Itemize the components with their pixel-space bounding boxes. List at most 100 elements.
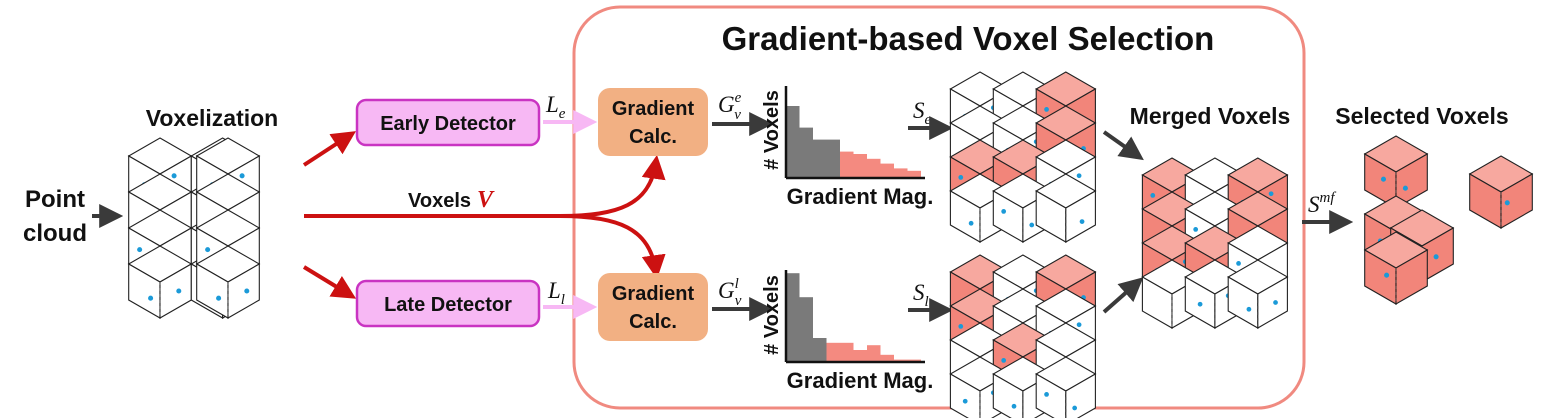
sel-merged-symbol: Smf bbox=[1308, 190, 1336, 217]
gradient-calc-label-late-line2: Calc. bbox=[629, 311, 677, 333]
histogram-early bbox=[784, 86, 925, 180]
voxel-face-left bbox=[949, 373, 981, 418]
voxel-face-left bbox=[1035, 373, 1067, 418]
point-dot bbox=[1384, 272, 1390, 278]
selected-voxels-label: Selected Voxels bbox=[1335, 103, 1508, 129]
point-dot bbox=[1193, 227, 1199, 232]
frame-title: Gradient-based Voxel Selection bbox=[722, 20, 1215, 57]
histogram-bar bbox=[880, 163, 894, 178]
point-dot bbox=[962, 398, 968, 404]
voxel-grid-late-selected bbox=[949, 254, 1097, 418]
point-dot bbox=[1044, 107, 1049, 112]
point-dot bbox=[1029, 222, 1035, 228]
point-dot bbox=[1011, 403, 1017, 409]
point-dot bbox=[1076, 173, 1082, 179]
point-dot bbox=[1246, 306, 1252, 312]
point-dot bbox=[1504, 200, 1510, 206]
point-dot bbox=[1236, 261, 1241, 266]
voxelization-label: Voxelization bbox=[146, 105, 279, 131]
late-detector-label: Late Detector bbox=[384, 294, 512, 316]
point-dot bbox=[1150, 193, 1156, 198]
point-dot bbox=[1079, 219, 1085, 224]
histogram-bar bbox=[799, 127, 813, 178]
point-dot bbox=[1001, 358, 1007, 363]
arrow-to-late-detector bbox=[302, 265, 357, 299]
point-dot bbox=[1076, 322, 1082, 328]
point-dot bbox=[1433, 254, 1439, 260]
gradient-calc-box-early bbox=[598, 88, 708, 156]
point-dot bbox=[244, 288, 250, 294]
histogram-bar bbox=[813, 139, 827, 178]
histogram-bar bbox=[786, 273, 800, 362]
gradient-calc-box-late bbox=[598, 273, 708, 341]
histogram-bar bbox=[826, 139, 840, 178]
histogram-bar bbox=[813, 338, 827, 362]
point-cloud-label-line1: Point bbox=[25, 186, 85, 213]
point-dot bbox=[1044, 392, 1049, 397]
histogram-late bbox=[784, 270, 925, 364]
point-dot bbox=[968, 220, 974, 226]
point-dot bbox=[958, 324, 964, 329]
gradient-calc-label-late-line1: Gradient bbox=[612, 283, 695, 305]
point-dot bbox=[1380, 176, 1386, 182]
point-dot bbox=[1268, 191, 1274, 197]
voxels-branch-arrow-bottom bbox=[559, 214, 666, 280]
point-dot bbox=[176, 288, 182, 294]
early-detector-box bbox=[355, 98, 541, 147]
histogram-bar bbox=[840, 151, 854, 178]
histogram-bar bbox=[786, 106, 800, 178]
voxel-grid-input bbox=[127, 137, 261, 319]
point-dot bbox=[1001, 209, 1007, 214]
voxel-grid-merged bbox=[1141, 157, 1289, 329]
sel-early-symbol: Se bbox=[913, 98, 932, 128]
voxel-grid-early-selected bbox=[949, 71, 1097, 243]
selected-voxels-group bbox=[1363, 135, 1534, 305]
point-dot bbox=[958, 175, 964, 180]
point-dot bbox=[148, 295, 154, 301]
voxel-face-right bbox=[227, 263, 260, 319]
merged-voxels-label: Merged Voxels bbox=[1130, 103, 1291, 129]
point-dot bbox=[137, 247, 143, 253]
arrow-early-to-merged bbox=[1102, 130, 1144, 161]
histogram-bar bbox=[867, 345, 881, 362]
hist-early-xlabel: Gradient Mag. bbox=[787, 184, 934, 209]
point-dot bbox=[1197, 301, 1203, 307]
loss-early-symbol: Le bbox=[545, 92, 566, 122]
loss-late-symbol: Ll bbox=[547, 278, 565, 308]
histogram-bar bbox=[894, 168, 908, 178]
arrow-late-to-merged bbox=[1102, 277, 1144, 314]
voxel-face-right bbox=[1395, 249, 1428, 305]
selection-frame bbox=[572, 5, 1306, 410]
histogram-bar bbox=[880, 354, 894, 362]
histogram-bar bbox=[840, 342, 854, 362]
gradient-calc-label-early-line2: Calc. bbox=[629, 126, 677, 148]
gradient-calc-label-early-line1: Gradient bbox=[612, 98, 695, 120]
voxel-face-right bbox=[1257, 276, 1288, 329]
late-detector-box bbox=[355, 279, 541, 328]
arrow-to-early-detector bbox=[302, 131, 357, 167]
point-cloud-label-line2: cloud bbox=[23, 220, 87, 247]
point-dot bbox=[216, 295, 222, 301]
voxel-face-right bbox=[1500, 173, 1533, 229]
histogram-bar bbox=[826, 342, 840, 362]
point-dot bbox=[171, 173, 177, 179]
point-dot bbox=[1273, 300, 1278, 305]
point-dot bbox=[1072, 405, 1078, 411]
histogram-bar bbox=[799, 297, 813, 362]
histogram-bar bbox=[867, 158, 881, 178]
sel-late-symbol: Sl bbox=[913, 280, 929, 310]
histogram-bar bbox=[907, 170, 921, 178]
hist-early-ylabel: # Voxels bbox=[761, 90, 783, 170]
point-dot bbox=[205, 247, 211, 253]
point-dot bbox=[239, 173, 245, 179]
hist-late-ylabel: # Voxels bbox=[761, 275, 783, 355]
histogram-bar bbox=[853, 350, 867, 362]
hist-late-xlabel: Gradient Mag. bbox=[787, 368, 934, 393]
voxel-face-right bbox=[1065, 190, 1096, 243]
point-dot bbox=[1402, 185, 1408, 191]
